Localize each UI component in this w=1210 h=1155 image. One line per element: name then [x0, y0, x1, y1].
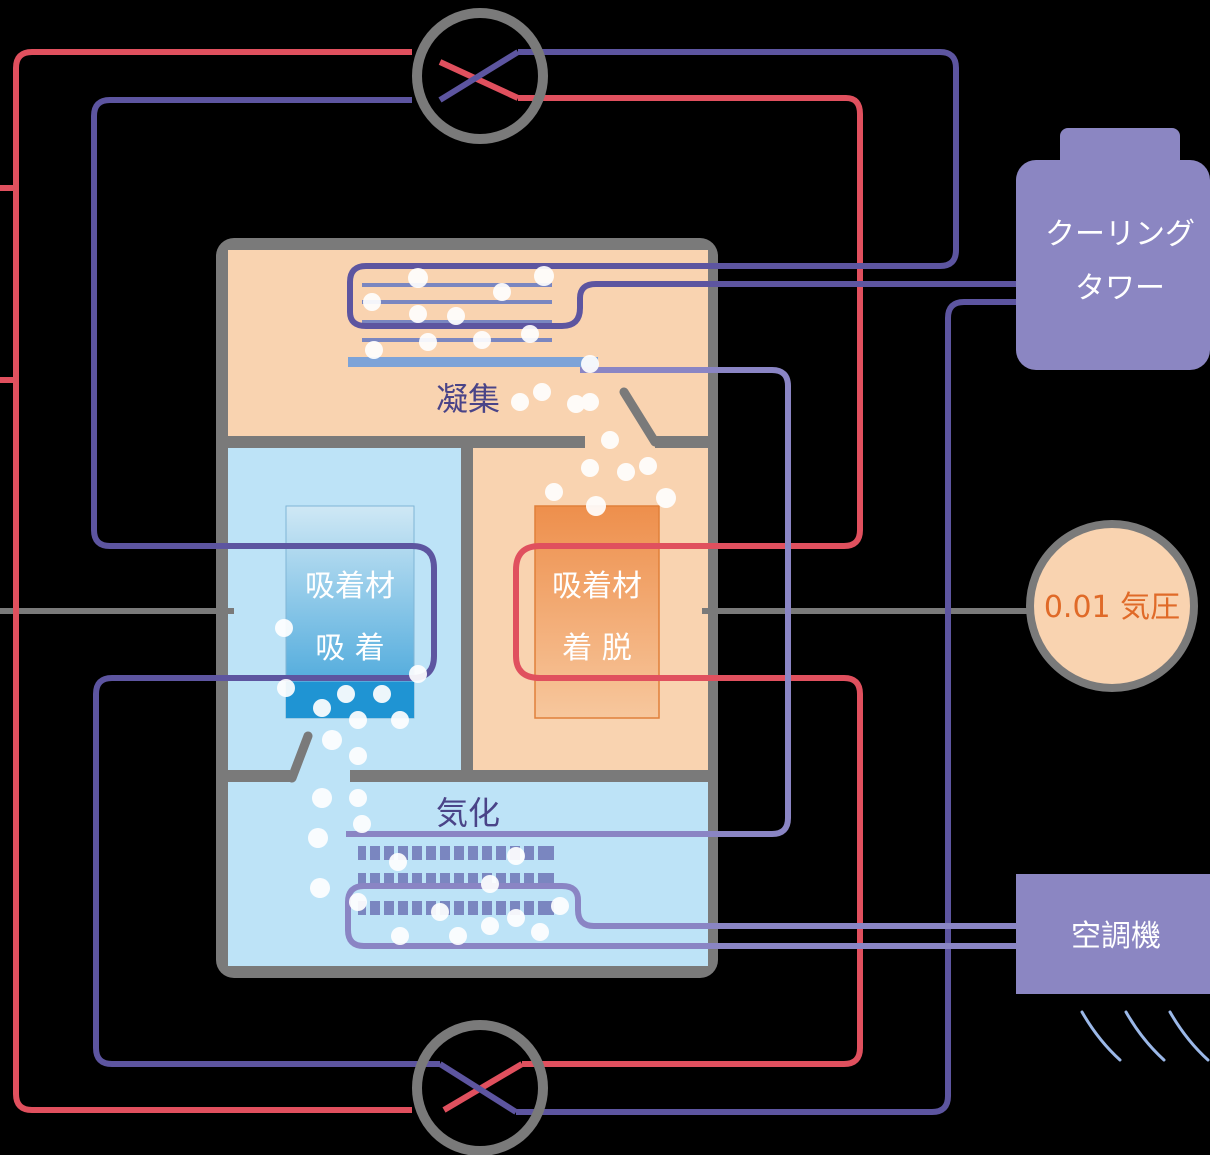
adsorbent-right-label: 吸着材 — [552, 569, 642, 604]
top-switching-valve — [412, 8, 548, 144]
vaporization-label: 気化 — [436, 794, 500, 832]
evaporator-valve — [287, 731, 313, 783]
condenser-plate — [348, 357, 598, 367]
hot-water-lines — [0, 49, 863, 1113]
cooling-tower-label-1: クーリング — [1045, 217, 1195, 252]
adsorbent-left-label: 吸着材 — [305, 569, 395, 604]
bottom-switching-valve — [412, 1020, 548, 1155]
cooling-water-lines — [91, 49, 1020, 1115]
adsorbent-right-block — [534, 505, 660, 719]
pressure-label: 0.01 気圧 — [1044, 590, 1180, 625]
air-conditioner-label: 空調機 — [1071, 919, 1161, 954]
airflow-icon — [1080, 1010, 1210, 1062]
desorption-label: 着 脱 — [562, 631, 632, 666]
air-conditioner — [1016, 874, 1210, 994]
cooling-tower-label-2: タワー — [1075, 271, 1165, 306]
water-droplets — [275, 266, 676, 945]
adsorption-label: 吸 着 — [315, 631, 385, 666]
condenser-valve — [619, 387, 660, 447]
chilled-water-lines — [345, 367, 1020, 949]
condensation-label: 凝集 — [436, 380, 500, 418]
vessel — [216, 238, 718, 978]
cooling-tower — [1016, 128, 1210, 370]
pressure-gauge — [1026, 520, 1198, 692]
